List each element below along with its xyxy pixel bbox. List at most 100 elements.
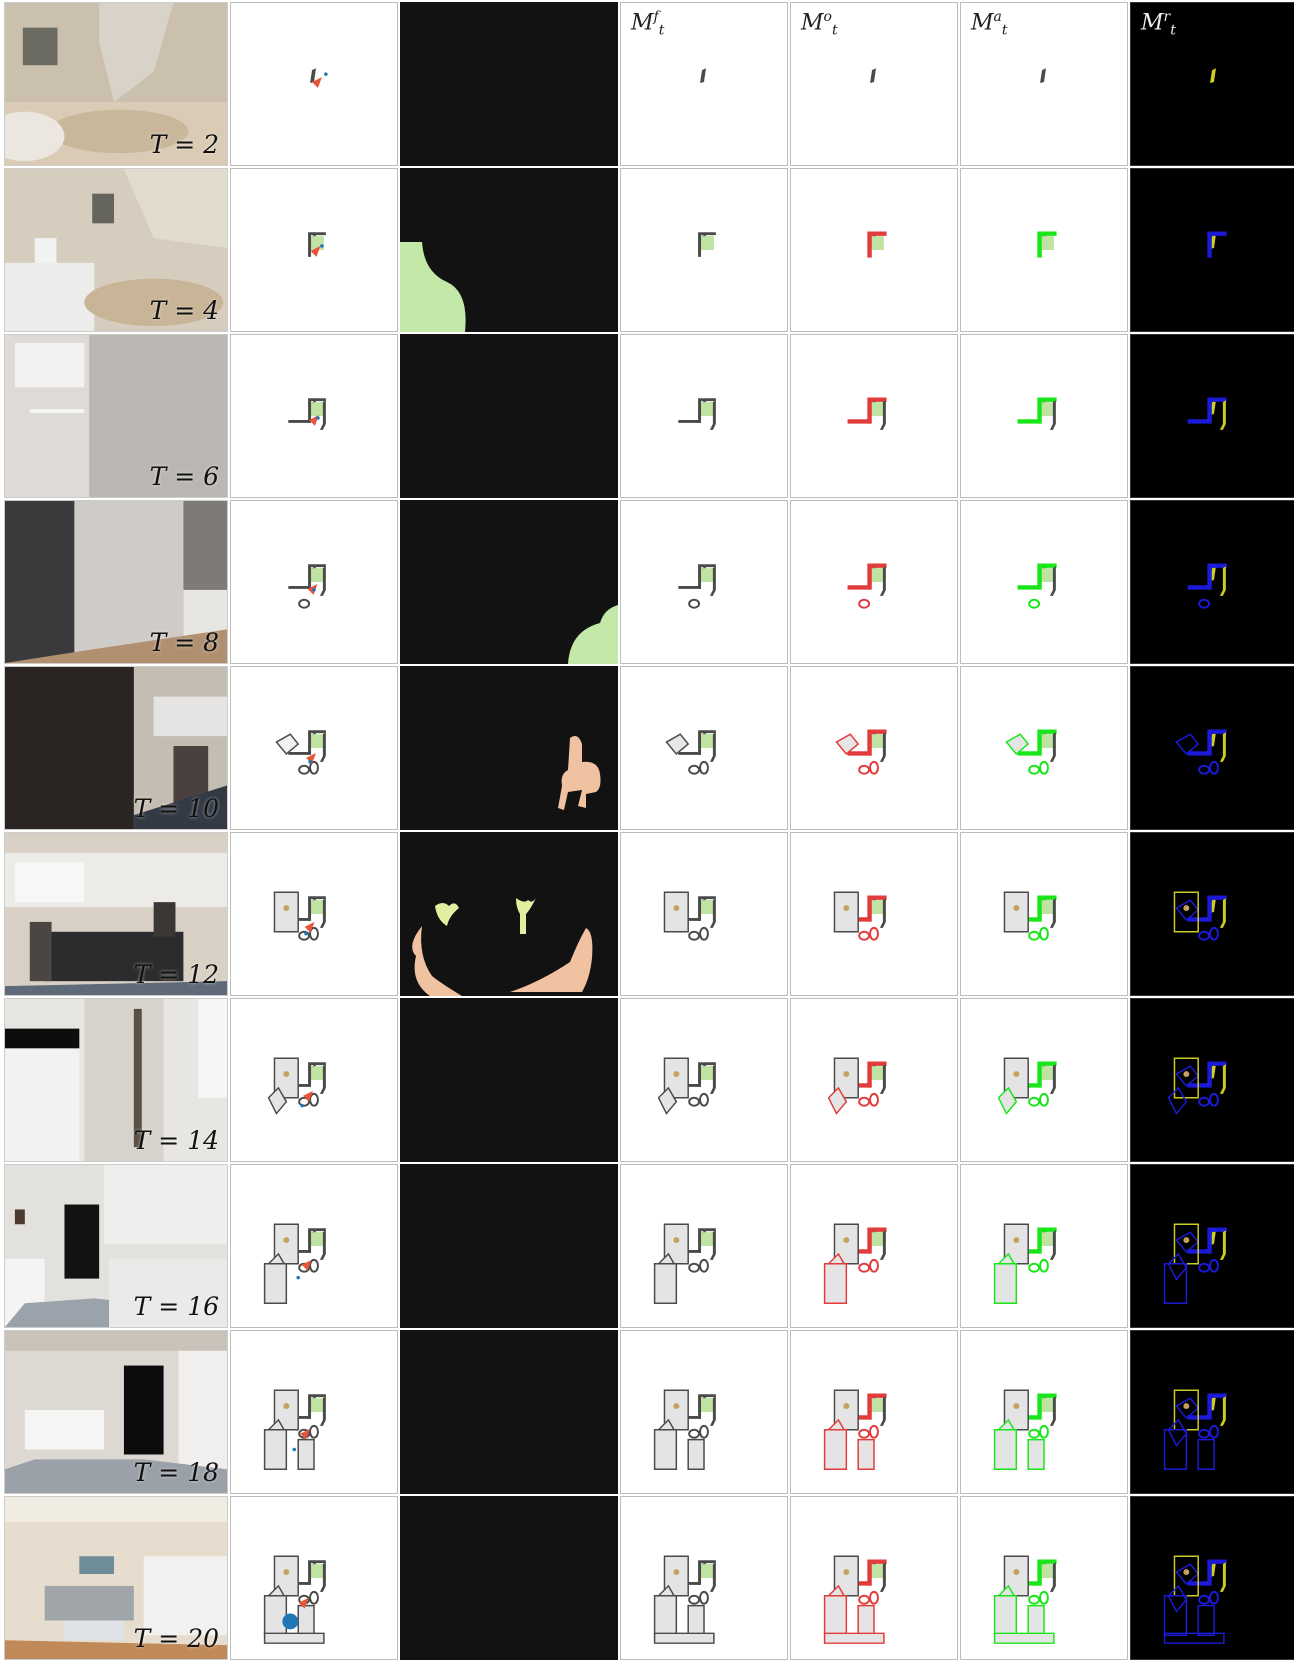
row-18-shape-5: [5, 1459, 227, 1493]
row-18-ma-map-part-11: [993, 1429, 1018, 1471]
row-10-mf-map-part-6: [665, 733, 690, 755]
row-20-ma-map-part-12: [1027, 1604, 1045, 1637]
row-14-mo-map-part-10: [827, 1086, 848, 1115]
row-18-mr-map-part-3: [1187, 1415, 1211, 1420]
row-20-sem-map-part-8: [273, 1555, 299, 1597]
row-4-ma-map-part-1: [1040, 236, 1054, 250]
row-16-shape-6: [109, 1258, 227, 1327]
row-6-mr-map-part-3: [1187, 419, 1211, 424]
row-8-timestep-label: T = 8: [149, 628, 219, 657]
row-6-shape-4: [29, 409, 85, 414]
row-14-mf-map: [620, 998, 788, 1162]
row-8-mf-map-part-1: [700, 568, 714, 582]
row-6-mo-map-svg: [847, 397, 887, 430]
row-20-semantic-map-svg: [263, 1555, 326, 1644]
header-subscript: t: [831, 22, 838, 39]
row-10-mr-map-part-5: [1198, 764, 1211, 775]
row-14-mo-map-svg: [827, 1057, 887, 1115]
row-20-shape-2: [79, 1556, 115, 1575]
row-4-ma-map: [960, 168, 1128, 332]
header-base: M: [971, 10, 994, 36]
row-8-mo-map-part-5: [858, 598, 871, 609]
row-8-mr-map-svg: [1187, 563, 1227, 609]
row-2-rgb-image: [5, 3, 227, 165]
row-10-mo-map: [790, 666, 958, 830]
row-16-sem-map-part-4: [319, 1230, 326, 1260]
header-subscript: t: [1170, 22, 1176, 39]
ma-column-header: Mat: [971, 9, 1008, 39]
row-2-sem-map-part-0: [310, 68, 316, 84]
row-14-ma-map-part-5: [1028, 1096, 1041, 1107]
row-12-rgb-image: [5, 833, 227, 995]
row-16-sem-map-part-1: [310, 1232, 324, 1246]
row-4-segmentation-svg: [400, 242, 466, 332]
row-8-seg-green-blob-bottom-right: [568, 605, 618, 664]
row-20-mr-map-part-10: [1167, 1584, 1188, 1613]
row-18-shape-1: [5, 1331, 227, 1351]
row-2-semantic-map: [230, 2, 398, 166]
row-6-rgb-image: [5, 335, 227, 497]
row-12-mo-map-part-5: [858, 930, 871, 941]
row-2-semantic-map-svg: [310, 68, 328, 88]
row-20-mr-map-part-11: [1163, 1595, 1188, 1637]
row-20-ma-map-part-11: [993, 1595, 1018, 1637]
row-18-mo-map-part-8: [833, 1389, 859, 1431]
row-12-shape-2: [14, 862, 85, 903]
row-18-sem-map-part-1: [310, 1398, 324, 1412]
row-12-ma-map: [960, 832, 1128, 996]
row-14-mr-map-part-9: [1183, 1071, 1190, 1078]
row-16-mo-map-part-8: [833, 1223, 859, 1265]
row-18-mf-map-part-5: [688, 1428, 701, 1439]
row-20-sem-map-part-11: [263, 1595, 288, 1637]
row-10-ma-map-part-3: [1017, 751, 1041, 756]
row-6-timestep-label: T = 6: [149, 462, 219, 491]
row-14-mf-map-part-5: [688, 1096, 701, 1107]
row-12-mf-map-part-4: [709, 898, 716, 928]
row-12-mr-map-part-5: [1198, 930, 1211, 941]
row-16-mf-map-part-9: [673, 1237, 680, 1244]
row-6-mf-map-part-3: [678, 419, 701, 423]
row-8-segmentation-svg: [568, 605, 618, 664]
row-20-shape-4: [143, 1556, 227, 1636]
row-18-mr-map-part-10: [1167, 1418, 1188, 1447]
row-2-mf-map-svg: [700, 68, 706, 84]
row-16-mr-map-part-9: [1183, 1237, 1190, 1244]
row-18-sem-map-part-5: [298, 1428, 311, 1439]
row-14-mr-map: [1130, 998, 1294, 1162]
row-18-mr-map-part-4: [1219, 1396, 1226, 1426]
row-14-segmentation: [400, 998, 618, 1162]
row-16-mr-map-part-11: [1163, 1263, 1188, 1305]
header-base: M: [1141, 10, 1164, 36]
row-18-ma-map-part-8: [1003, 1389, 1029, 1431]
row-16-mf-map: [620, 1164, 788, 1328]
row-20-mf-map-part-1: [700, 1564, 714, 1578]
row-20-mf-map: [620, 1496, 788, 1660]
row-18-ma-map-part-9: [1013, 1403, 1020, 1410]
row-8-mr-map-part-4: [1219, 566, 1226, 596]
row-12-segmentation-svg: [412, 898, 593, 996]
row-6-mr-map: [1130, 334, 1294, 498]
row-8-ma-map-part-5: [1028, 598, 1041, 609]
row-14-sem-map-part-7: [309, 1092, 319, 1107]
row-18-sem-map-part-7: [309, 1424, 319, 1439]
row-6-mo-map-part-3: [847, 419, 871, 424]
row-10-mf-map-part-5: [688, 764, 701, 775]
row-18-mo-map-part-4: [879, 1396, 886, 1426]
row-4-mr-map-svg: [1207, 231, 1227, 258]
row-10-mf-map-part-4: [709, 732, 716, 762]
row-12-semantic-map-svg: [273, 891, 326, 941]
row-18-rgb-image: [5, 1331, 227, 1493]
row-8-mf-map: [620, 500, 788, 664]
row-4-shape-3: [34, 238, 57, 268]
row-12-mo-map: [790, 832, 958, 996]
row-18-mo-map-part-1: [870, 1398, 884, 1412]
row-4-agent-arrow: [310, 246, 321, 257]
row-4-segmentation: [400, 168, 618, 332]
row-6-sem-map-part-1: [310, 402, 324, 416]
row-6-shape-2: [14, 342, 85, 388]
row-20-mf-map-svg: [653, 1555, 716, 1644]
row-16-mr-map-part-10: [1167, 1252, 1188, 1281]
row-10-semantic-map-svg: [275, 730, 326, 775]
row-18-mf-map-svg: [653, 1389, 716, 1471]
row-18-mo-map-svg: [823, 1389, 887, 1471]
